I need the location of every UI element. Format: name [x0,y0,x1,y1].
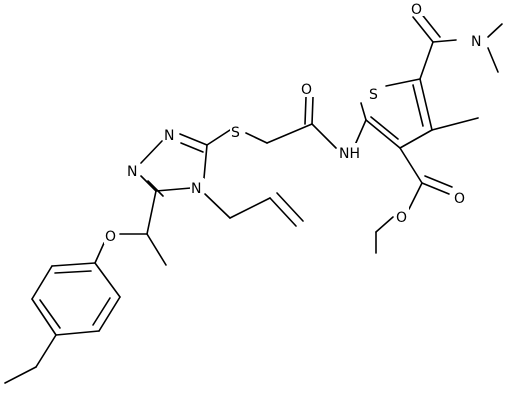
bond-n-methyl-1 [487,23,503,38]
bond-ch-methyl [146,233,167,266]
bond-s-triazole [206,129,231,146]
bond-ar-6 [94,262,121,298]
atom-n-dimethyl: N [471,34,481,50]
bond-ch-ch2-2 [276,192,304,222]
bond-c-o-double-1 [412,16,434,43]
bond-c5-carbonyl [419,41,434,80]
atom-n-triazole-allyl: N [191,181,201,197]
bond-ar-5 [98,296,121,332]
bond-ch-ch2-1 [269,197,297,227]
bonds [4,11,503,384]
bond-ar-1-inner [54,270,92,274]
bond-ar-5-inner [92,297,111,326]
bond-carbonyl-ch2 [266,123,313,144]
bond-c-n-dimethyl [432,39,457,43]
bond-c3-ester [399,147,423,184]
bond-amide-c-o-1 [311,96,314,125]
bond-c5-c4 [419,78,433,131]
atom-o-amide-dimethyl: O [411,2,422,18]
atom-o-ester-methoxy: O [396,210,407,226]
atom-s-thioether: S [231,125,240,141]
bond-n1-c5 [140,175,157,192]
bond-c5-chme [146,190,157,235]
bond-c3-n4 [203,144,208,179]
bond-c5-s [385,78,421,87]
bond-nh-carbonyl [311,123,337,149]
bond-ch2-s [245,132,268,144]
bond-c3-n2-inner [180,142,204,153]
bond-ar-ch2 [35,334,57,368]
bond-o-aryl [94,242,105,264]
bond-c3-n2 [179,133,208,146]
atom-s-thiophene: S [369,87,378,103]
bond-ar-2 [31,265,53,300]
bond-ar-1 [51,262,96,267]
atom-o-amide-acetyl: O [301,82,312,98]
bond-ar-3-inner [39,299,61,329]
bond-c5-c4-inner [412,84,424,127]
bond-c4-c3 [399,129,433,149]
bond-c-o-double-2 [419,11,441,38]
atom-o-ester-carbonyl: O [454,191,465,207]
atom-o-ether: O [105,229,116,245]
bond-n4-c5 [155,187,192,192]
bond-n4-ch2 [204,193,231,219]
bond-c4-methyl [431,117,479,131]
atom-n-triazole-top: N [164,128,174,144]
bond-ar-4 [55,330,100,336]
bond-ester-c-oc [408,182,423,210]
atom-labels: O N O S S NH N N N O O O [104,0,484,245]
atom-n-triazole-left: N [127,164,137,180]
bond-amide-c-o-2 [304,96,307,125]
bond-ch2-ch [229,197,271,219]
bond-s-c2 [360,102,367,121]
bond-ester-c-o-2 [424,175,453,188]
bond-c3-c2 [365,119,401,149]
bond-c3-c2-inner [370,116,399,140]
bond-ar-3 [31,298,57,336]
bond-n-methyl-2 [487,47,499,73]
bond-o-methyl [375,216,394,233]
atom-nh-amide: NH [339,146,360,162]
bond-ch2-ch3 [4,366,37,384]
bond-ester-c-o-1 [421,182,450,195]
bond-n1-c5-inner [147,180,164,197]
bond-n2-n1 [140,140,163,164]
bond-c2-nh [354,119,367,146]
